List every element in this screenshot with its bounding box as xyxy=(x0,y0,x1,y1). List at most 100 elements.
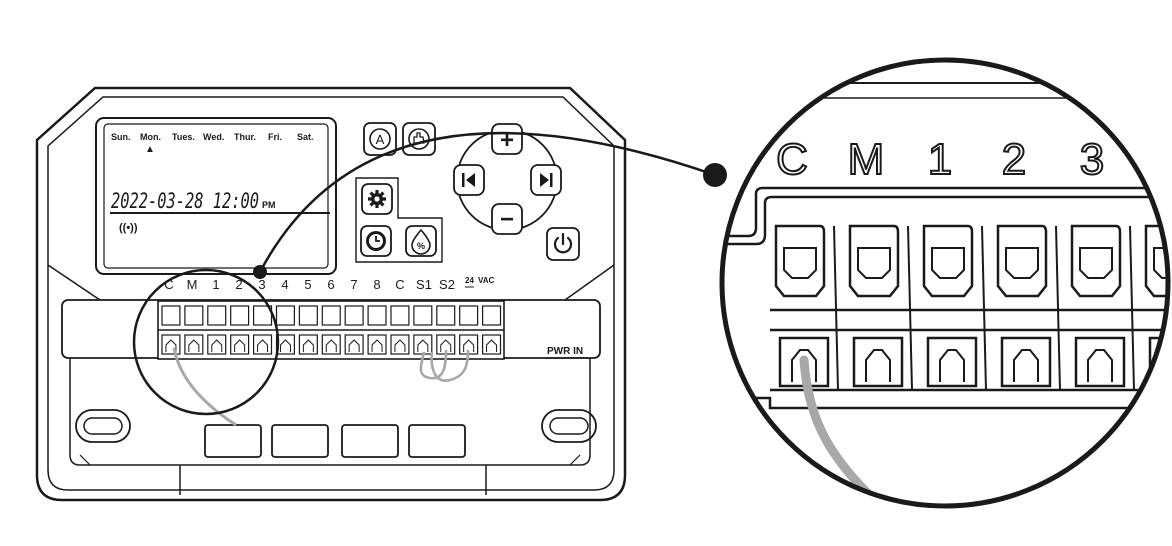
lcd-day-sun: Sun. xyxy=(111,132,131,142)
zoom-divider xyxy=(1129,225,1135,391)
zoom-wire-hole xyxy=(1013,349,1039,382)
water-budget-button[interactable]: % xyxy=(411,228,431,255)
terminal-wire-slot[interactable] xyxy=(184,334,204,355)
zoom-wire-slot xyxy=(1074,336,1126,388)
gear-icon xyxy=(368,190,386,208)
terminal-wire-slot[interactable] xyxy=(344,334,364,355)
lcd-day-row: Sun. Mon. Tues. Wed. Thur. Fri. Sat. xyxy=(111,132,314,142)
terminal-clamp[interactable] xyxy=(298,305,318,326)
zoom-clamp-window xyxy=(1005,247,1039,279)
terminal-clamp[interactable] xyxy=(207,305,227,326)
sensor-wires xyxy=(419,349,470,382)
lcd-day-thu: Thur. xyxy=(234,132,256,142)
terminal-label-6: 6 xyxy=(327,277,334,292)
callout-dot-start xyxy=(253,265,267,279)
terminal-label-s2: S2 xyxy=(439,277,455,292)
terminal-hole xyxy=(279,339,291,352)
terminal-wire-slot[interactable] xyxy=(482,334,502,355)
lcd-ampm: PM xyxy=(262,200,276,210)
zoom-wire-hole xyxy=(791,349,817,382)
terminal-label-5: 5 xyxy=(304,277,311,292)
terminal-hole xyxy=(188,339,200,352)
terminal-clamp[interactable] xyxy=(230,305,250,326)
terminal-clamp[interactable] xyxy=(344,305,364,326)
terminal-block xyxy=(157,300,505,360)
terminal-clamp[interactable] xyxy=(367,305,387,326)
terminal-hole xyxy=(257,339,269,352)
zoom-clamp-window xyxy=(1153,247,1168,279)
terminal-clamp[interactable] xyxy=(253,305,273,326)
callout-dot-end xyxy=(703,163,727,187)
zoom-divider xyxy=(907,225,913,391)
terminal-clamp[interactable] xyxy=(459,305,479,326)
auto-button[interactable]: A xyxy=(369,128,391,150)
zoom-label-c: C xyxy=(776,135,808,184)
terminal-label-8: 8 xyxy=(373,277,380,292)
terminal-clamp[interactable] xyxy=(275,305,295,326)
zoom-terminal-clamp xyxy=(1070,224,1122,298)
terminal-clamp[interactable] xyxy=(413,305,433,326)
terminal-clamp[interactable] xyxy=(390,305,410,326)
terminal-label-3: 3 xyxy=(258,277,265,292)
clock-icon xyxy=(366,231,386,251)
terminal-hole xyxy=(165,339,177,352)
lcd-day-tue: Tues. xyxy=(172,132,195,142)
zoom-labels: C M 1 2 3 xyxy=(775,134,1105,185)
terminal-wire-slot[interactable] xyxy=(275,334,295,355)
terminal-wire-slot[interactable] xyxy=(298,334,318,355)
terminal-label-7: 7 xyxy=(350,277,357,292)
wifi-icon: ((•)) xyxy=(119,222,138,234)
settings-button[interactable] xyxy=(368,190,386,208)
common-wire xyxy=(172,347,237,427)
terminal-hole xyxy=(211,339,223,352)
terminal-clamp[interactable] xyxy=(184,305,204,326)
zoom-terminal-clamp xyxy=(922,224,974,298)
lcd-datetime: 2022-03-28 12:00 xyxy=(111,189,259,213)
terminal-hole xyxy=(486,339,498,352)
zoom-label-2: 2 xyxy=(1002,135,1026,184)
power-button[interactable] xyxy=(553,232,573,254)
zoom-divider xyxy=(981,225,987,391)
terminal-label-s1: S1 xyxy=(416,277,432,292)
prev-button[interactable] xyxy=(453,164,485,196)
terminal-wire-slot[interactable] xyxy=(390,334,410,355)
up-button[interactable]: + xyxy=(491,123,523,155)
zoom-view: C M 1 2 3 xyxy=(719,57,1171,509)
terminal-clamp[interactable] xyxy=(436,305,456,326)
zoom-wire-hole xyxy=(1161,349,1168,382)
terminal-clamp[interactable] xyxy=(161,305,181,326)
zoom-label-1: 1 xyxy=(928,135,952,184)
clock-button[interactable] xyxy=(366,231,386,251)
terminal-wire-slot[interactable] xyxy=(367,334,387,355)
zoom-wire-hole xyxy=(865,349,891,382)
zoom-divider xyxy=(1055,225,1061,391)
zoom-clamp-window xyxy=(931,247,965,279)
zoom-divider xyxy=(833,225,839,391)
zoom-terminal-clamp xyxy=(848,224,900,298)
terminal-clamp[interactable] xyxy=(321,305,341,326)
zoom-wire-hole xyxy=(1087,349,1113,382)
callout-line xyxy=(258,131,716,273)
lcd-day-wed: Wed. xyxy=(203,132,224,142)
lcd-screen: Sun. Mon. Tues. Wed. Thur. Fri. Sat. ▲ 2… xyxy=(95,117,337,275)
highlight-circle xyxy=(132,268,280,416)
terminal-clamp[interactable] xyxy=(482,305,502,326)
down-button[interactable]: − xyxy=(491,203,523,235)
zoom-terminal-clamp xyxy=(1144,224,1168,298)
zoom-terminal-clamp xyxy=(774,224,826,298)
zoom-terminal-clamp xyxy=(996,224,1048,298)
terminal-wire-slot[interactable] xyxy=(230,334,250,355)
mounting-slot-left xyxy=(75,409,131,443)
up-label: + xyxy=(500,127,514,154)
terminal-wire-slot[interactable] xyxy=(253,334,273,355)
zoom-label-m: M xyxy=(848,135,885,184)
terminal-wire-slot[interactable] xyxy=(321,334,341,355)
terminal-label-4: 4 xyxy=(281,277,288,292)
terminal-wire-slot[interactable] xyxy=(207,334,227,355)
zoom-wire-slot xyxy=(926,336,978,388)
terminal-wire-slot[interactable] xyxy=(161,334,181,355)
next-button[interactable] xyxy=(530,164,562,196)
auto-label: A xyxy=(376,132,385,147)
zoom-clamp-window xyxy=(857,247,891,279)
